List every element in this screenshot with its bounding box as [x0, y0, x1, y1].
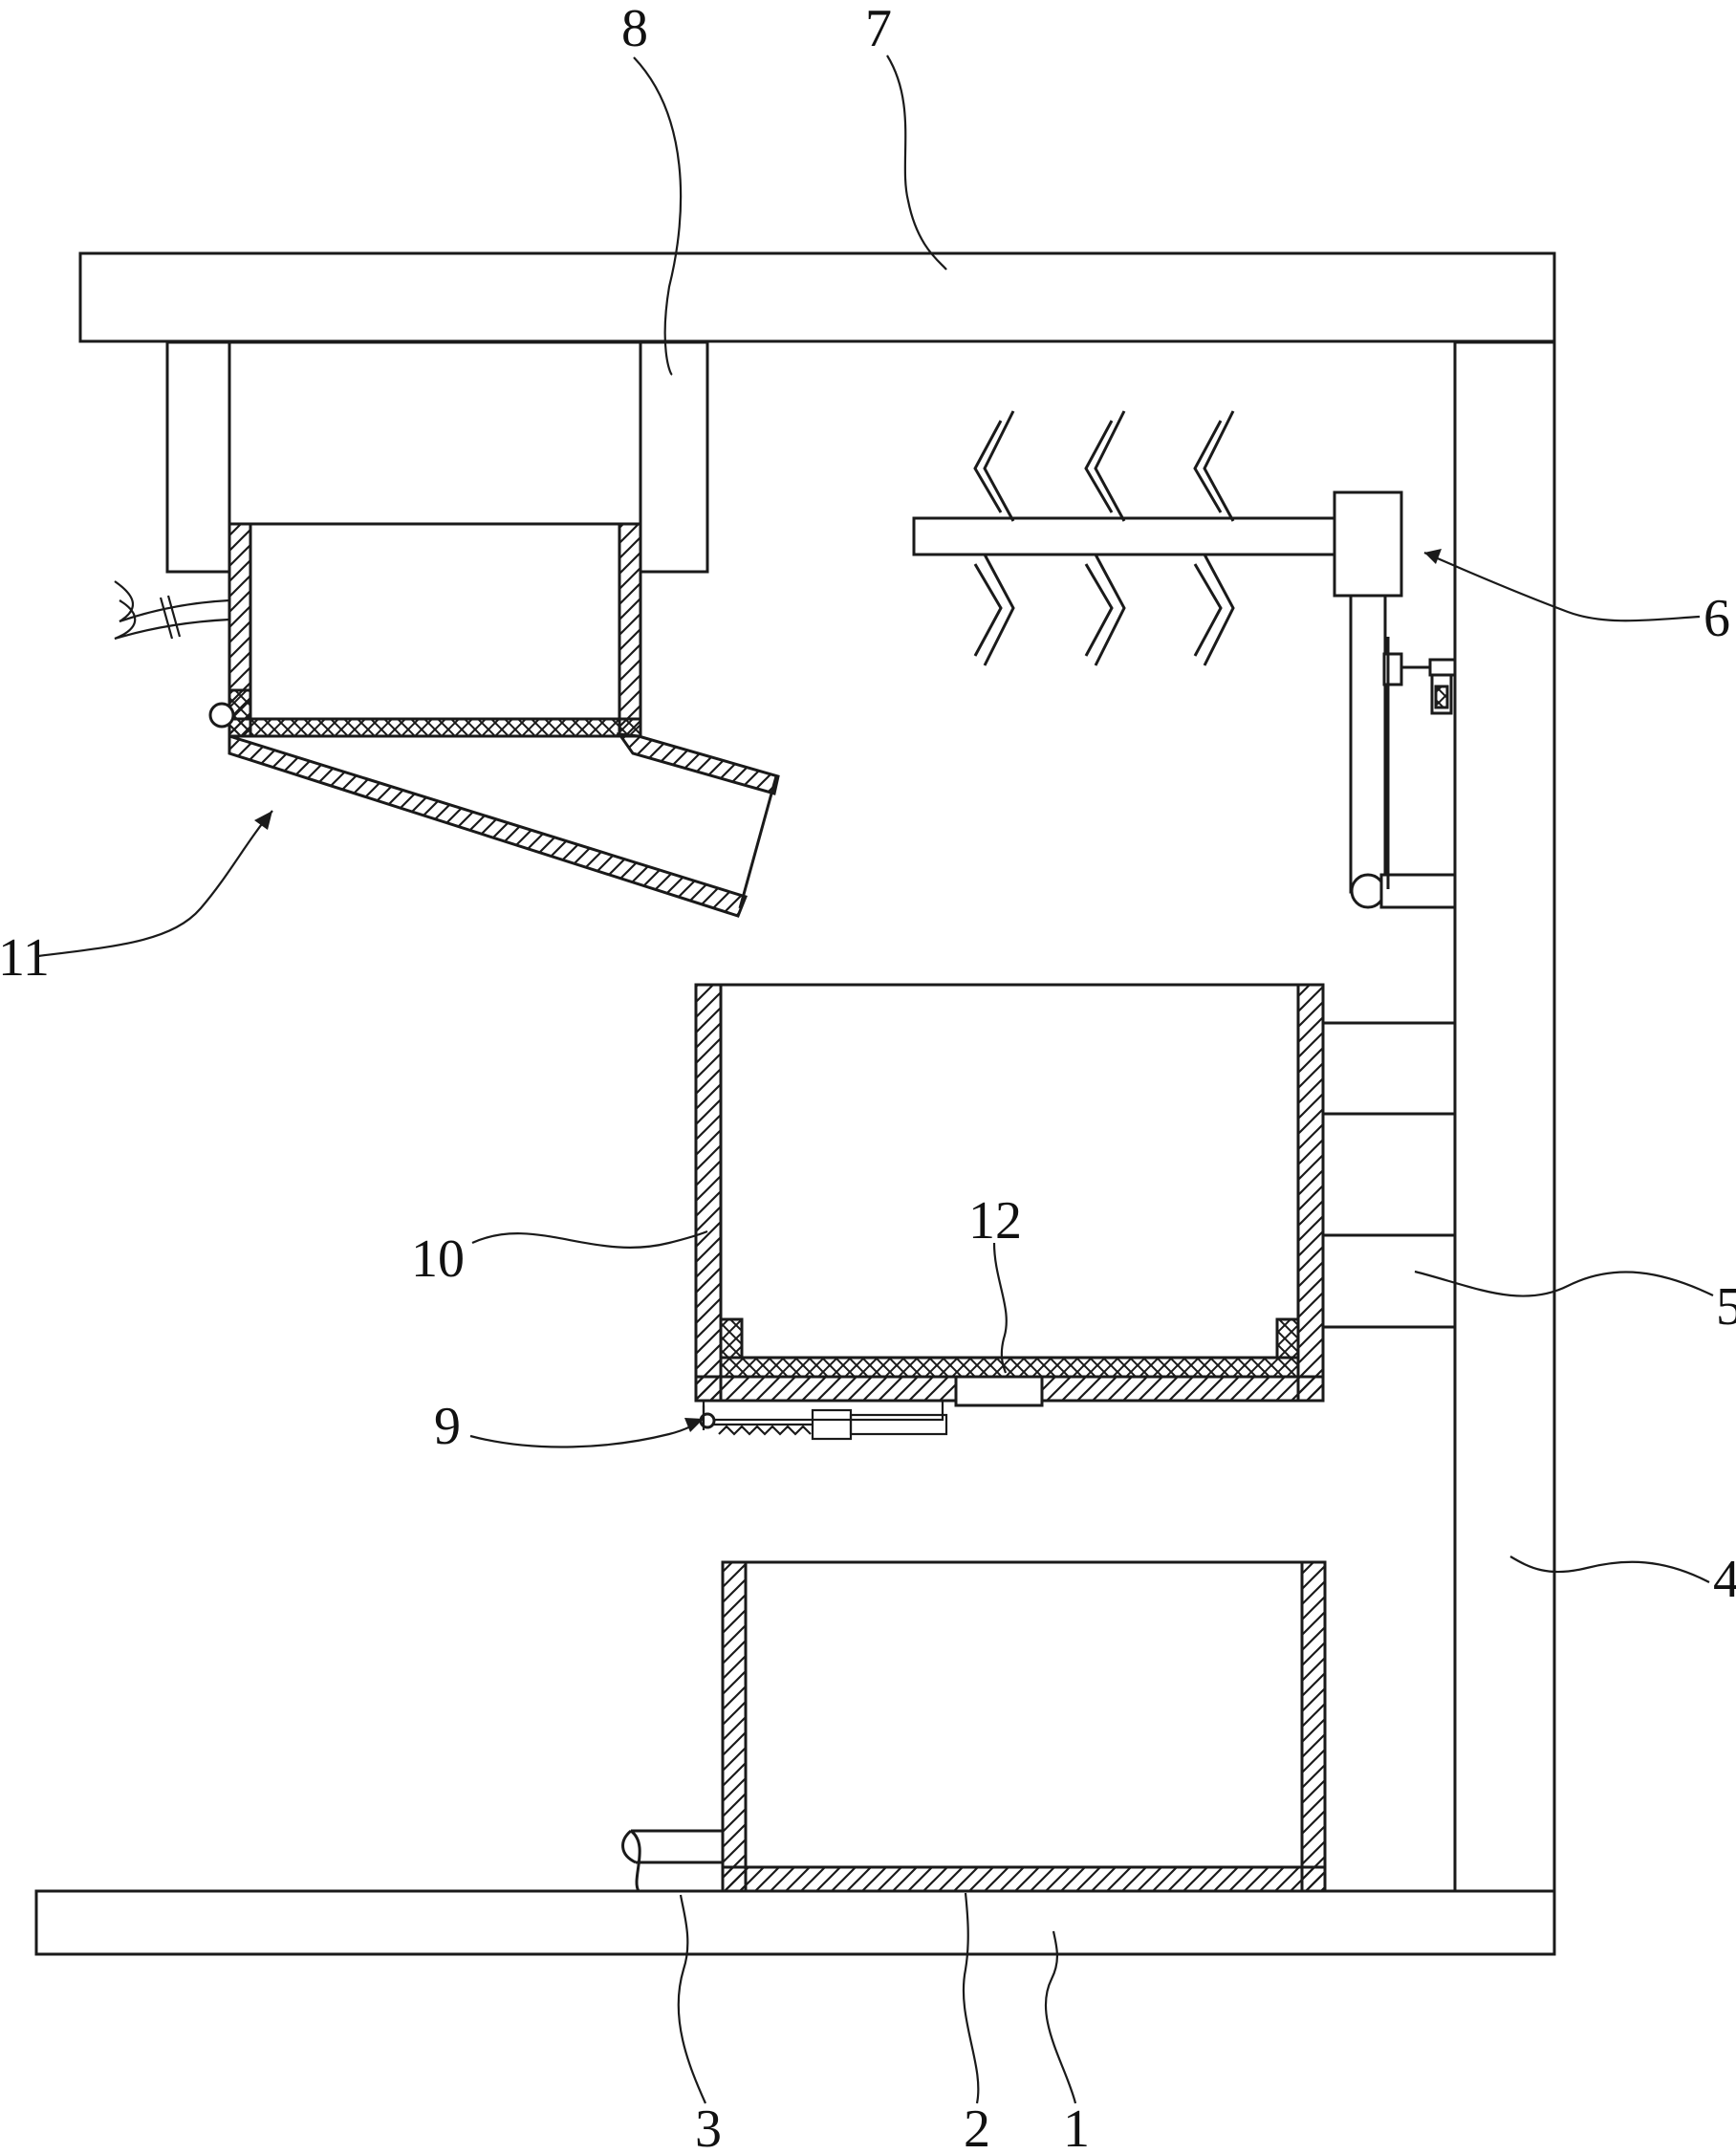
- label-12: 12: [968, 1191, 1022, 1251]
- outlet-pipe: [621, 1829, 723, 1892]
- leader-8: [633, 56, 683, 376]
- column-brackets: [1321, 1021, 1457, 1329]
- support-frame: [165, 340, 709, 574]
- stirring-mechanism: [912, 410, 1457, 909]
- label-4: 4: [1713, 1550, 1736, 1609]
- leader-7: [886, 54, 947, 271]
- leader-3: [677, 1894, 707, 2104]
- label-11: 11: [0, 928, 50, 988]
- label-8: 8: [621, 0, 648, 58]
- label-2: 2: [964, 2100, 990, 2154]
- leader-9: [469, 1418, 705, 1448]
- arrow-9: [684, 1418, 704, 1432]
- lower-bin: [721, 1560, 1327, 1893]
- vertical-column: [1453, 340, 1556, 1893]
- arrow-6: [1424, 549, 1442, 564]
- upper-bin: [114, 522, 642, 738]
- leader-11: [37, 810, 273, 958]
- leader-lines: [37, 54, 1714, 2104]
- base-plate: [34, 1889, 1556, 1956]
- top-plate: [78, 251, 1556, 343]
- leader-10: [471, 1229, 708, 1249]
- label-9: 9: [434, 1397, 461, 1456]
- label-1: 1: [1063, 2100, 1090, 2154]
- leader-1: [1044, 1930, 1077, 2104]
- leader-5: [1414, 1270, 1714, 1297]
- label-3: 3: [695, 2100, 722, 2154]
- middle-tank: [694, 983, 1325, 1403]
- label-6: 6: [1703, 589, 1730, 648]
- arrow-11: [254, 811, 272, 830]
- valve-actuator: [699, 1375, 1044, 1441]
- leader-6: [1423, 551, 1701, 622]
- label-5: 5: [1716, 1277, 1736, 1337]
- label-7: 7: [865, 0, 892, 58]
- inclined-chute: [208, 702, 780, 918]
- leader-4: [1509, 1556, 1710, 1583]
- leader-2: [962, 1892, 980, 2104]
- label-10: 10: [411, 1229, 465, 1289]
- leader-12: [992, 1242, 1008, 1374]
